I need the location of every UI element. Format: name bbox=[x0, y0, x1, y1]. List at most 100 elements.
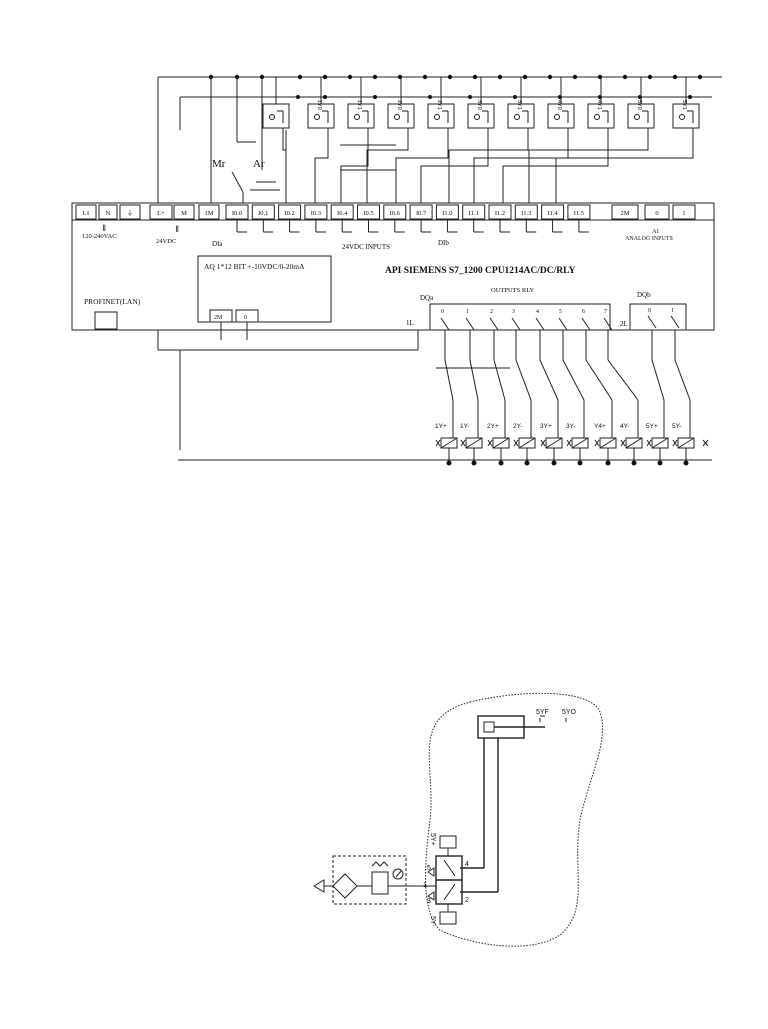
cylinder-sensor-left: 5YF bbox=[536, 709, 549, 716]
terminal-l1: L1 bbox=[75, 204, 97, 220]
dqa-channel-label: 2 bbox=[490, 309, 493, 315]
terminal-input: I0.2 bbox=[278, 204, 302, 220]
bus-junction bbox=[447, 74, 453, 80]
relay-contact bbox=[489, 317, 499, 331]
bus-junction bbox=[672, 74, 678, 80]
bus-junction bbox=[297, 74, 303, 80]
inputs-label: 24VDC INPUTS bbox=[342, 243, 390, 251]
pressure-regulator bbox=[371, 871, 389, 895]
bus-junction bbox=[513, 95, 517, 99]
ar-label: Ar bbox=[253, 158, 265, 170]
terminal-input: I1.3 bbox=[514, 204, 538, 220]
coil-label: Y4+ bbox=[594, 423, 606, 430]
aq-terminal-0: 0 bbox=[244, 315, 247, 321]
sensor-label: 4Y1 bbox=[596, 100, 602, 110]
aq-label: AQ 1*12 BIT +-10VDC/0-20mA bbox=[204, 262, 305, 271]
terminal-input-label: I1.3 bbox=[521, 210, 531, 217]
bus-junction bbox=[697, 74, 703, 80]
terminal-1m: 1M bbox=[198, 204, 220, 220]
dqb-relay-block bbox=[629, 303, 687, 331]
outputs-label: OUTPUTS RLY bbox=[491, 287, 535, 294]
bus-junction bbox=[547, 74, 553, 80]
relay-contact bbox=[465, 317, 475, 331]
dqa-channel-label: 0 bbox=[441, 309, 444, 315]
power-arrow-icon: ⇓ bbox=[100, 223, 108, 233]
coil-label: 1Y- bbox=[460, 423, 470, 430]
terminal-input: I1.4 bbox=[541, 204, 565, 220]
terminal-input-label: I0.5 bbox=[363, 210, 373, 217]
proximity-sensor: 5Y1 bbox=[672, 77, 700, 135]
dc-voltage-label: 24VDC bbox=[156, 238, 176, 245]
bus-junction bbox=[468, 95, 472, 99]
bus-junction bbox=[322, 74, 328, 80]
ai-label: AI bbox=[652, 228, 659, 235]
air-service-unit bbox=[332, 855, 407, 905]
solenoid-coil: 5Y+ bbox=[646, 330, 669, 466]
terminal-earth: ⏚ bbox=[119, 204, 141, 220]
dib-label: DIb bbox=[438, 239, 449, 247]
pneumatic-circuit: 5YF 5YO 5Y+ 5Y- 4 2 5 1 3 bbox=[313, 692, 604, 947]
bus-junctions bbox=[208, 74, 703, 99]
sensor-wire bbox=[448, 135, 529, 205]
coil-label: 1Y+ bbox=[435, 423, 447, 430]
bus-junction bbox=[497, 74, 503, 80]
solenoid-5y-plus bbox=[439, 835, 457, 849]
valve-label-bottom: 5Y- bbox=[429, 916, 436, 927]
terminal-input-label: I0.1 bbox=[258, 210, 268, 217]
terminal-lplus: L+ bbox=[149, 204, 173, 220]
solenoid-coil: 4Y- bbox=[607, 330, 643, 466]
coil-label: 4Y- bbox=[620, 423, 630, 430]
terminal-input-label: I0.7 bbox=[416, 210, 427, 217]
solenoid-coil: 5Y- bbox=[672, 330, 695, 466]
terminal-input: I1.0 bbox=[435, 204, 459, 220]
bus-junction bbox=[323, 95, 327, 99]
dqb-label: DQb bbox=[637, 291, 651, 299]
bus-junction bbox=[647, 74, 653, 80]
dqa-channel-label: 5 bbox=[559, 309, 562, 315]
manual-auto-buttons: Mr Ar bbox=[210, 77, 396, 205]
relay-contact bbox=[440, 317, 450, 331]
terminal-1m-label: 1M bbox=[204, 210, 213, 217]
solenoid-coil: 1Y- bbox=[460, 330, 483, 466]
bus-junction bbox=[373, 95, 377, 99]
proximity-sensor: 2Y1 bbox=[427, 77, 455, 135]
bus-junction bbox=[422, 74, 428, 80]
terminal-lplus-label: L+ bbox=[157, 210, 165, 217]
output-common-wiring bbox=[158, 329, 712, 461]
proximity-sensor: 2Y0 bbox=[387, 77, 415, 135]
terminal-input: I0.7 bbox=[409, 204, 433, 220]
coil-label: 5Y+ bbox=[646, 423, 658, 430]
terminal-n: N bbox=[98, 204, 118, 220]
port-4: 4 bbox=[465, 861, 469, 868]
proximity-sensor: 1Y0 bbox=[307, 77, 335, 135]
terminal-input: I1.5 bbox=[567, 204, 591, 220]
solenoid-coil-row: 1Y+1Y-2Y+2Y-3Y+3Y-Y4+4Y-5Y+5Y- bbox=[435, 330, 709, 466]
valve-label-top: 5Y+ bbox=[429, 833, 436, 846]
terminal-ai-2m-label: 2M bbox=[620, 210, 629, 217]
profinet-port bbox=[94, 311, 118, 330]
coil-label: 5Y- bbox=[672, 423, 682, 430]
dqb-channel-label: 0 bbox=[648, 308, 651, 314]
solenoid-coil: Y4+ bbox=[585, 330, 617, 466]
port-3: 3 bbox=[427, 898, 431, 905]
terminal-ai-0: 0 bbox=[644, 204, 670, 220]
sensor-label: 2Y1 bbox=[436, 100, 442, 110]
solenoid-coil: 2Y- bbox=[513, 330, 536, 466]
coil-label: 2Y- bbox=[513, 423, 523, 430]
plc-labels: 120-240VAC 24VDC DIa 24VDC INPUTS DIb AI… bbox=[82, 228, 673, 328]
bus-junction bbox=[688, 95, 692, 99]
sensor-label: 5Y1 bbox=[681, 100, 687, 110]
bus-junction bbox=[472, 74, 478, 80]
proximity-sensor bbox=[262, 77, 290, 135]
terminal-n-label: N bbox=[106, 210, 111, 217]
coil-label: 3Y+ bbox=[540, 423, 552, 430]
sensor-wire bbox=[395, 135, 449, 205]
proximity-sensor: 3Y1 bbox=[507, 77, 535, 135]
terminal-input: I0.5 bbox=[357, 204, 380, 220]
ai-sub-label: ANALOG INPUTS bbox=[625, 236, 673, 242]
terminal-input: I1.2 bbox=[488, 204, 512, 220]
sensor-label: 2Y0 bbox=[396, 100, 402, 110]
bus-junction bbox=[296, 95, 300, 99]
